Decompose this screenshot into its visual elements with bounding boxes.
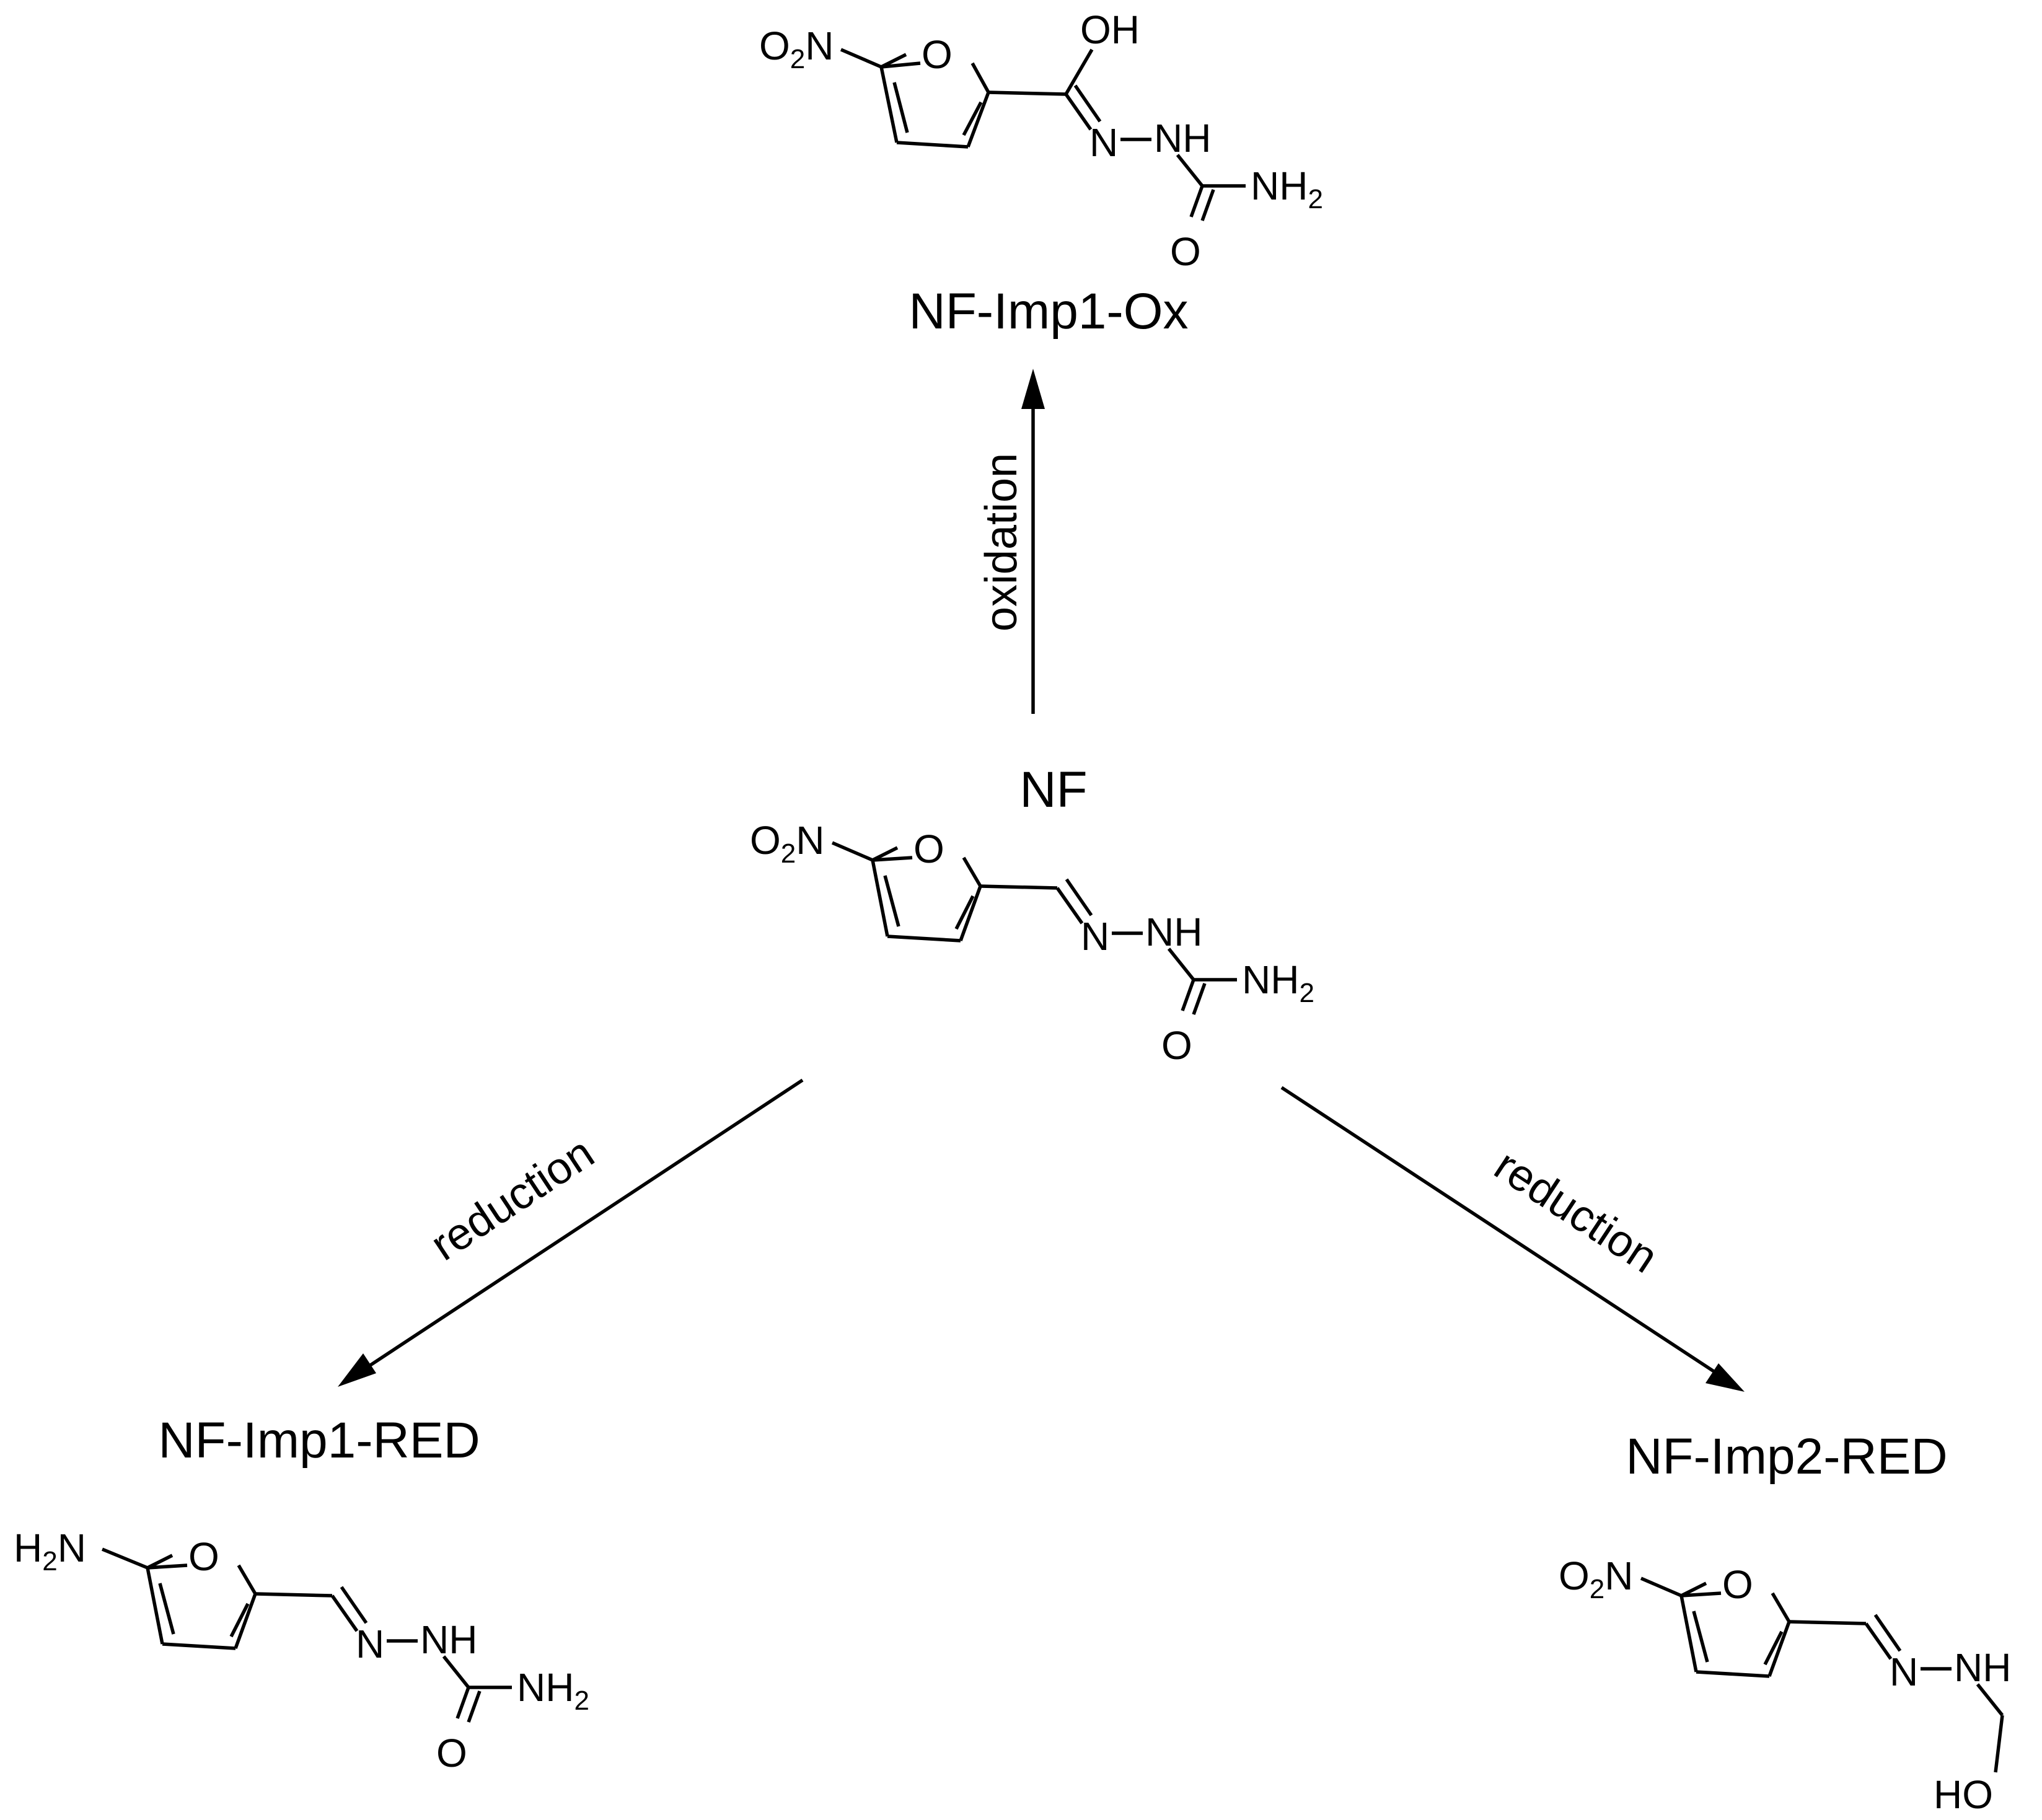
ox-terminal-group: NH2: [1251, 164, 1323, 214]
ox-carbonyl-o: O: [1170, 229, 1201, 274]
red2-hydroxyl: HO: [1934, 1772, 1993, 1817]
ox-imine-n: N: [1089, 120, 1118, 165]
nf-nitro-text: O2N: [750, 818, 824, 869]
red2-nitro-text: O2N: [1559, 1554, 1633, 1604]
oxidation-arrow: [1021, 369, 1045, 714]
red2-imine-n: N: [1890, 1650, 1918, 1694]
reduction-label-right: reduction: [1486, 1140, 1666, 1283]
ox-terminal-text: NH2: [1251, 164, 1323, 214]
reduction-arrow-right: [1280, 1086, 1745, 1392]
red1-amino-group: H2N: [14, 1526, 86, 1576]
oxidation-label: oxidation: [977, 453, 1026, 631]
red1-amino-text: H2N: [14, 1526, 86, 1576]
nf-terminal-text: NH2: [1242, 957, 1314, 1008]
red1-nh: NH: [420, 1617, 477, 1662]
reduction-label-left: reduction: [422, 1128, 602, 1270]
structure-nf: [831, 841, 1237, 1015]
nf-nitro-group: O2N: [750, 818, 824, 869]
structure-nf-imp1-ox: [840, 48, 1246, 221]
ox-nh: NH: [1154, 116, 1211, 160]
nf-imine-n: N: [1081, 914, 1109, 959]
red1-imine-n: N: [356, 1622, 384, 1666]
ox-ring-oxygen: O: [922, 32, 953, 77]
nf-nh: NH: [1145, 910, 1202, 954]
red1-ring-oxygen: O: [188, 1534, 219, 1579]
compound-name-red2: NF-Imp2-RED: [1626, 1428, 1947, 1485]
red2-nitro-group: O2N: [1559, 1554, 1633, 1604]
compound-name-nf: NF: [1019, 762, 1087, 818]
red2-ring-oxygen: O: [1722, 1562, 1753, 1607]
red1-carbonyl-o: O: [436, 1731, 467, 1775]
structure-nf-imp2-red: [1640, 1576, 2004, 1773]
nf-carbonyl-o: O: [1161, 1023, 1192, 1068]
compound-name-red1: NF-Imp1-RED: [158, 1412, 480, 1469]
nf-ring-oxygen: O: [913, 827, 944, 871]
reduction-arrow-left: [338, 1078, 804, 1387]
ox-nitro-text: O2N: [759, 24, 834, 74]
nf-terminal-group: NH2: [1242, 957, 1314, 1008]
structure-nf-imp1-red: [101, 1547, 512, 1723]
ox-hydroxyl: OH: [1080, 7, 1140, 52]
red2-nh: NH: [1954, 1645, 2011, 1690]
compound-name-ox: NF-Imp1-Ox: [909, 283, 1189, 340]
ox-nitro-group: O2N: [759, 24, 834, 74]
red1-terminal-group: NH2: [517, 1665, 589, 1716]
red1-terminal-text: NH2: [517, 1665, 589, 1716]
